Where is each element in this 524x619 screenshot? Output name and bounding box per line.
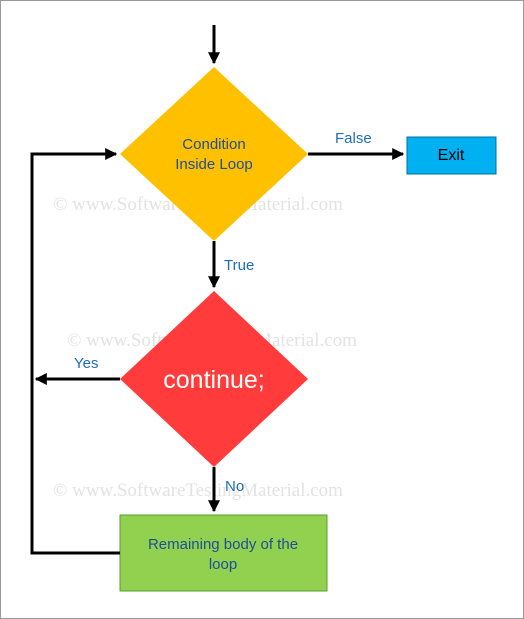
edge-label-no: No <box>225 478 244 495</box>
edge-label-true: True <box>224 257 254 274</box>
decision-continue-shape <box>120 291 308 467</box>
loop-back-line <box>30 148 120 555</box>
decision-condition-label-line2: Inside Loop <box>175 156 253 173</box>
edge-label-false: False <box>335 130 372 147</box>
remaining-body-box <box>119 514 328 592</box>
decision-condition-label-line1: Condition <box>182 136 245 153</box>
decision-condition-shape <box>120 67 308 241</box>
exit-label: Exit <box>438 147 465 164</box>
edge-label-yes: Yes <box>74 355 98 372</box>
decision-continue-label: continue; <box>163 366 264 394</box>
remaining-body-label-line2: loop <box>209 556 237 573</box>
connectors <box>30 25 405 555</box>
exit-box <box>406 136 497 175</box>
watermark-3: © www.SoftwareTestingMaterial.com <box>53 480 343 501</box>
remaining-body-label-line1: Remaining body of the <box>148 536 298 553</box>
